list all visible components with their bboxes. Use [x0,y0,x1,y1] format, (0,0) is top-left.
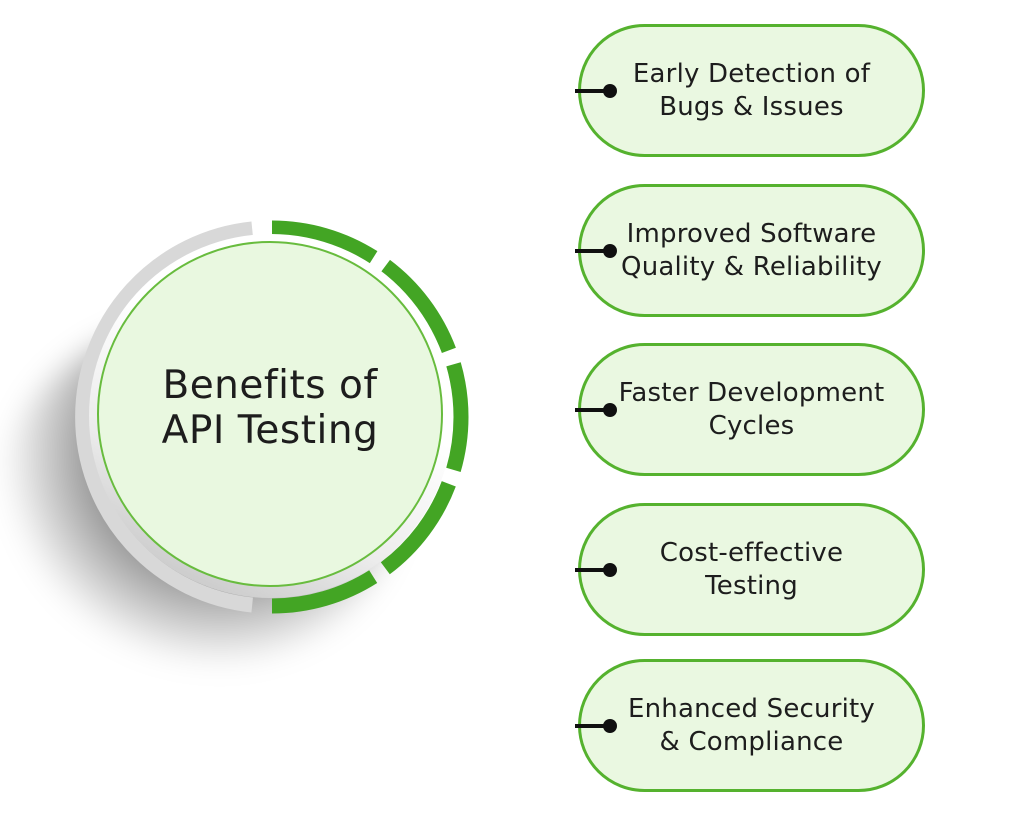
circle-face [97,241,443,587]
benefit-5-line2: & Compliance [659,726,844,757]
connector-line [575,723,611,728]
connector-line [575,88,611,93]
diagram-title-line1: Benefits of [162,363,378,408]
benefit-5-line1: Enhanced Security [627,694,876,724]
benefit-pill-3: Faster Development Cycles [578,343,925,476]
benefit-1-line1: Early Detection of [632,59,871,89]
benefit-3-line2: Cycles [708,410,795,441]
benefit-pill-1: Early Detection of Bugs & Issues [578,24,925,157]
benefit-4-line1: Cost-effective [659,538,844,568]
connector-dot-icon [603,402,617,417]
ring-arc-green-icon [271,220,469,614]
benefit-pill-2: Improved Software Quality & Reliability [578,184,925,317]
benefit-item-2: Improved Software Quality & Reliability [575,184,928,317]
connector-dot-icon [603,718,617,733]
connector-dot-icon [603,83,617,98]
benefit-pill-5: Enhanced Security & Compliance [578,659,925,792]
ring-arc-gray-icon [75,221,253,613]
connector-dot-icon [603,562,617,577]
benefit-item-1: Early Detection of Bugs & Issues [575,24,928,157]
benefit-2-line1: Improved Software [626,219,877,249]
benefit-1-line2: Bugs & Issues [659,91,844,122]
benefit-item-4: Cost-effective Testing [575,503,928,636]
benefit-item-5: Enhanced Security & Compliance [575,659,928,792]
connector-line [575,407,611,412]
progress-ring [75,220,469,614]
connector-dot-icon [603,243,617,258]
benefit-pill-4: Cost-effective Testing [578,503,925,636]
benefit-3-line1: Faster Development [618,378,885,408]
benefit-2-line2: Quality & Reliability [621,251,882,282]
diagram-title: Benefits of API Testing [120,363,420,453]
benefit-4-line2: Testing [705,570,798,601]
connector-line [575,248,611,253]
connector-line [575,567,611,572]
diagram-title-line2: API Testing [161,408,379,454]
benefit-item-3: Faster Development Cycles [575,343,928,476]
